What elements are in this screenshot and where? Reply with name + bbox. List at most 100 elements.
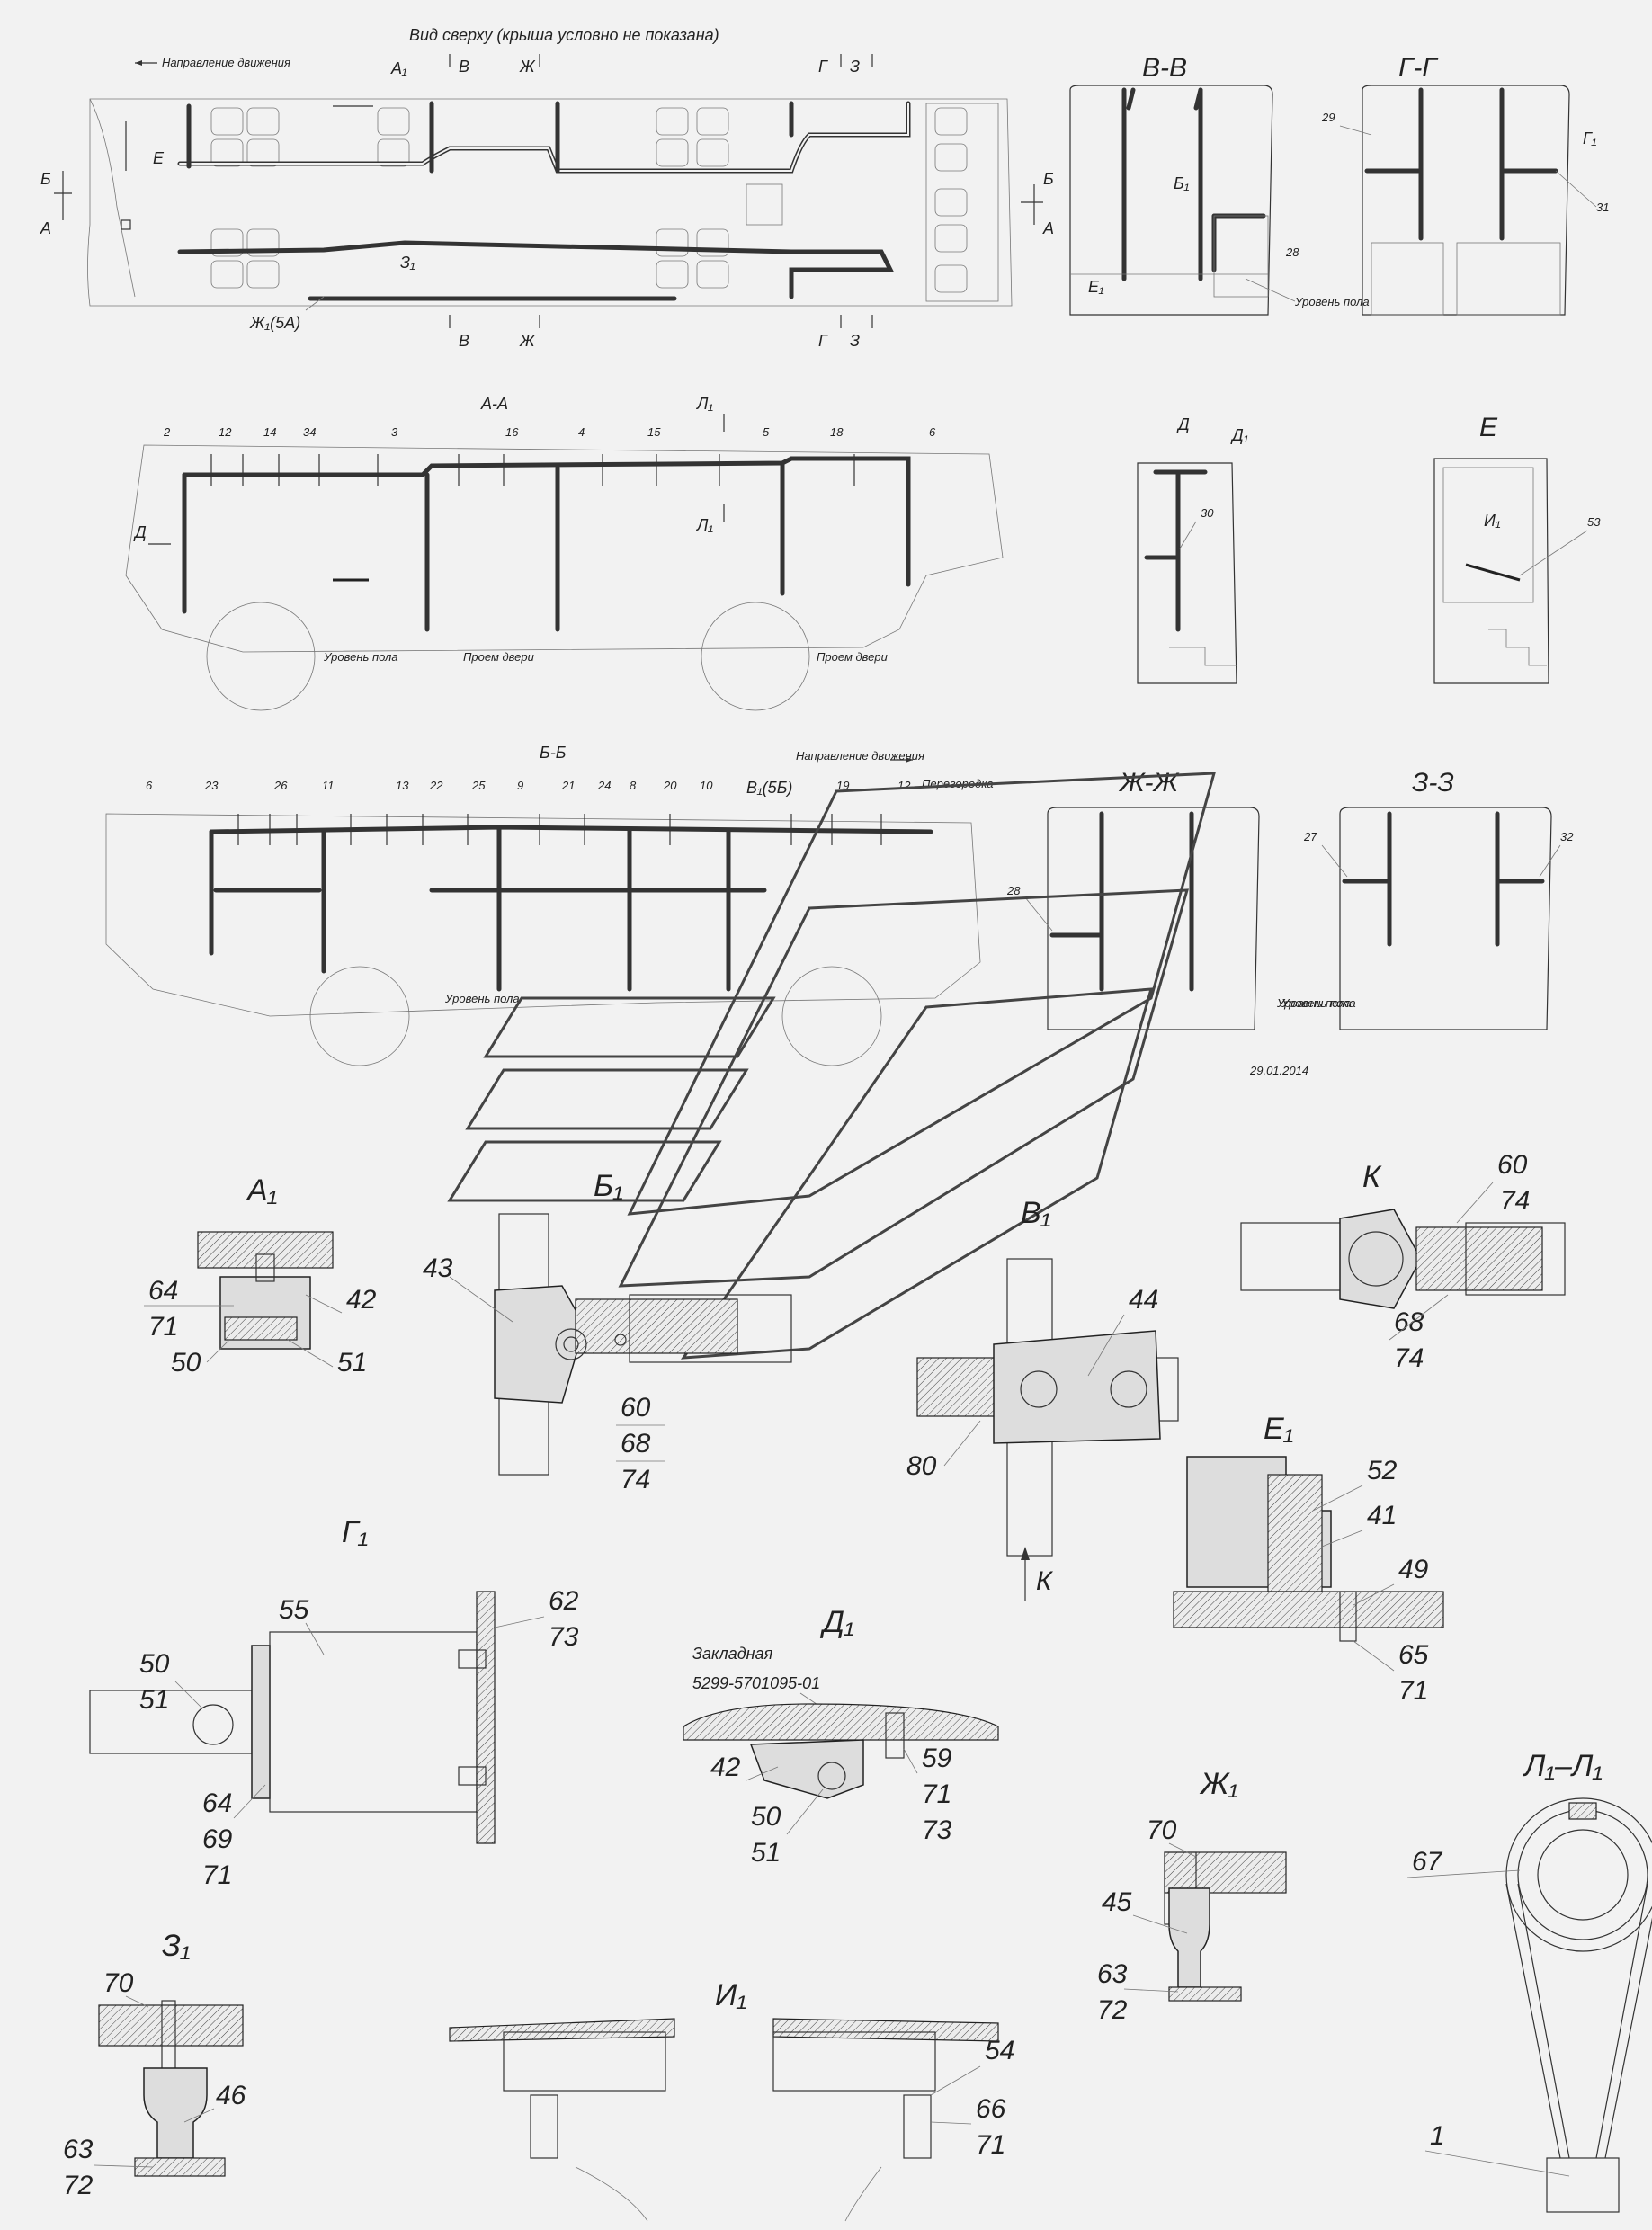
svg-text:16: 16 [505, 425, 519, 439]
svg-text:50: 50 [171, 1348, 201, 1378]
svg-text:73: 73 [922, 1815, 952, 1845]
svg-text:Ж: Ж [519, 58, 536, 76]
svg-text:В₁: В₁ [1021, 1196, 1050, 1230]
svg-text:10: 10 [700, 779, 713, 792]
section-aa: А-А 2 12 14 34 3 16 4 15 5 18 6 Л₁ Л₁ Д … [125, 395, 1004, 711]
svg-text:Е: Е [153, 149, 165, 167]
svg-text:29: 29 [1321, 111, 1335, 124]
svg-text:Д₁: Д₁ [819, 1605, 854, 1639]
svg-text:24: 24 [597, 779, 611, 792]
svg-text:Е₁: Е₁ [1088, 278, 1104, 296]
svg-text:К: К [1362, 1160, 1382, 1194]
section-vv: В-В Б₁ Е₁ 28 Уровень пола [1069, 53, 1370, 316]
svg-text:Г: Г [818, 332, 828, 350]
svg-text:19: 19 [836, 779, 849, 792]
svg-text:И₁: И₁ [1484, 512, 1501, 530]
svg-text:28: 28 [1006, 884, 1021, 897]
svg-text:12: 12 [219, 425, 232, 439]
svg-text:73: 73 [549, 1622, 579, 1652]
svg-text:27: 27 [1303, 830, 1317, 843]
svg-text:30: 30 [1201, 506, 1214, 520]
svg-text:Д: Д [133, 523, 147, 541]
svg-text:13: 13 [396, 779, 409, 792]
svg-text:В-В: В-В [1142, 53, 1187, 83]
svg-text:И₁: И₁ [715, 1978, 746, 2012]
seats [210, 107, 968, 293]
svg-text:5: 5 [763, 425, 770, 439]
svg-text:А₁: А₁ [390, 59, 407, 77]
svg-text:51: 51 [751, 1838, 781, 1868]
svg-text:42: 42 [346, 1285, 377, 1315]
svg-text:А-А: А-А [480, 395, 508, 413]
svg-text:Уровень пола: Уровень пола [1276, 996, 1352, 1010]
svg-text:З₁: З₁ [400, 254, 415, 272]
svg-text:21: 21 [561, 779, 575, 792]
detail-zh1: Ж₁ 70 45 63 72 [1097, 1767, 1287, 2025]
svg-text:69: 69 [202, 1824, 233, 1854]
svg-text:71: 71 [202, 1860, 232, 1890]
svg-text:Г₁: Г₁ [342, 1515, 368, 1549]
svg-text:Направление движения: Направление движения [796, 749, 924, 763]
svg-text:Проем двери: Проем двери [817, 650, 888, 664]
svg-text:Л₁: Л₁ [696, 516, 713, 534]
svg-text:3: 3 [391, 425, 398, 439]
detail-d1: Д₁ Закладная 5299-5701095-01 42 59 71 73… [683, 1605, 999, 1868]
top-view-title: Вид сверху (крыша условно не показана) [409, 26, 719, 44]
overlay-outlines [447, 772, 1217, 1360]
svg-text:14: 14 [263, 425, 276, 439]
svg-text:74: 74 [1394, 1343, 1424, 1373]
svg-text:34: 34 [303, 425, 316, 439]
svg-text:63: 63 [1097, 1959, 1128, 1989]
svg-text:Б₁: Б₁ [1174, 174, 1190, 192]
svg-text:64: 64 [148, 1276, 178, 1306]
svg-text:Ж-Ж: Ж-Ж [1118, 768, 1180, 798]
detail-v1: В₁ 44 80 К [906, 1196, 1179, 1601]
svg-text:12: 12 [897, 779, 911, 792]
drawing-date: 29.01.2014 [1249, 1064, 1308, 1077]
svg-text:18: 18 [830, 425, 844, 439]
svg-text:50: 50 [139, 1649, 170, 1679]
svg-text:Б: Б [40, 170, 51, 188]
svg-text:52: 52 [1367, 1456, 1398, 1485]
detail-k: К 60 74 68 74 [1240, 1150, 1566, 1373]
svg-text:70: 70 [1147, 1815, 1177, 1845]
svg-text:43: 43 [423, 1253, 453, 1283]
svg-text:66: 66 [976, 2094, 1006, 2124]
detail-a1: А₁ 64 71 42 50 51 [144, 1173, 377, 1378]
svg-text:Б₁: Б₁ [594, 1169, 623, 1203]
svg-text:59: 59 [922, 1744, 952, 1773]
svg-text:68: 68 [621, 1429, 651, 1458]
svg-text:23: 23 [204, 779, 219, 792]
svg-text:6: 6 [146, 779, 153, 792]
svg-text:5299-5701095-01: 5299-5701095-01 [692, 1674, 820, 1692]
svg-text:46: 46 [216, 2081, 246, 2110]
section-gg: Г-Г 29 Г₁ 31 [1321, 53, 1609, 316]
svg-text:25: 25 [471, 779, 486, 792]
svg-text:Д₁: Д₁ [1230, 426, 1249, 444]
svg-text:54: 54 [985, 2036, 1014, 2065]
svg-text:1: 1 [1430, 2121, 1445, 2151]
svg-text:60: 60 [1497, 1150, 1528, 1180]
svg-text:74: 74 [1500, 1186, 1530, 1216]
svg-text:Уровень пола: Уровень пола [323, 650, 398, 664]
svg-text:6: 6 [929, 425, 936, 439]
svg-text:45: 45 [1102, 1887, 1132, 1917]
top-view: Вид сверху (крыша условно не показана) Н… [40, 26, 1054, 350]
detail-z1: З₁ 70 46 63 72 [63, 1929, 246, 2200]
svg-text:З: З [850, 58, 860, 76]
view-e: Е И₁ 53 [1433, 413, 1601, 684]
svg-text:44: 44 [1129, 1285, 1158, 1315]
svg-text:Б-Б: Б-Б [540, 744, 567, 762]
svg-text:8: 8 [630, 779, 637, 792]
svg-text:Ж₁(5А): Ж₁(5А) [249, 314, 300, 332]
svg-text:К: К [1036, 1566, 1054, 1596]
svg-text:Ж₁: Ж₁ [1199, 1767, 1238, 1801]
svg-text:Ж: Ж [519, 332, 536, 350]
svg-text:Е₁: Е₁ [1264, 1412, 1293, 1446]
svg-text:42: 42 [710, 1753, 741, 1782]
svg-text:41: 41 [1367, 1501, 1397, 1530]
svg-text:22: 22 [429, 779, 443, 792]
detail-g1: Г₁ 55 62 73 50 51 64 69 71 [89, 1515, 579, 1890]
svg-text:67: 67 [1412, 1847, 1443, 1877]
svg-text:65: 65 [1398, 1640, 1429, 1670]
